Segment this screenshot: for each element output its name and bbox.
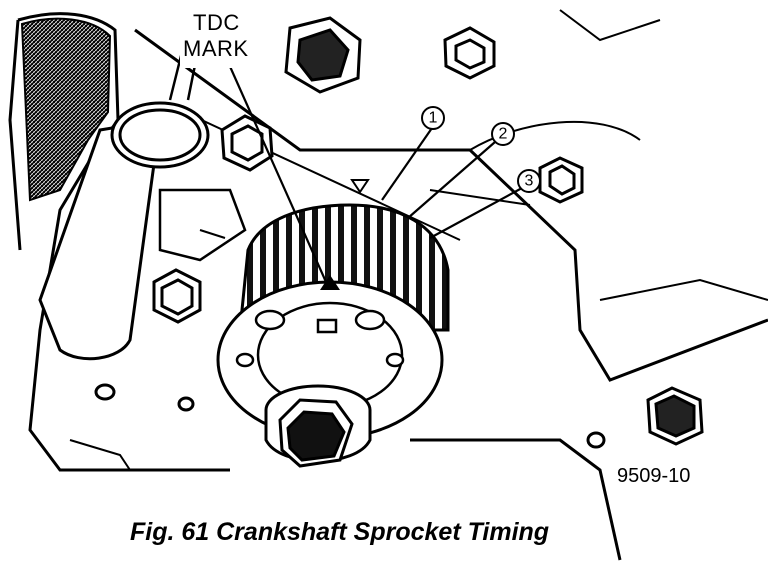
bolt-mid-left [220,114,274,172]
callout-1-label: 1 [429,110,438,127]
callout-1: 1 [421,106,445,130]
block-timing-mark [350,179,370,194]
callout-2: 2 [491,122,515,146]
leader-lines [226,61,523,283]
tdc-label-line1: TDC [193,10,240,35]
tdc-leader-line [226,61,328,283]
tdc-mark-label: TDC MARK [180,8,252,68]
callout-2-leader-line [407,141,496,219]
callout-3-label: 3 [525,173,534,190]
callout-3-leader-line [429,187,523,239]
bolt-top-right [443,26,496,80]
tdc-mark-triangle [320,275,340,290]
bolt-top-center [284,16,362,94]
dipstick-tube [38,38,210,361]
bolt-right [538,156,584,204]
callout-1-circle [421,106,445,130]
callout-2-circle [491,122,515,146]
callout-3-circle [517,169,541,193]
callout-3: 3 [517,169,541,193]
tdc-label-line2: MARK [183,36,249,61]
cast-texture [20,17,112,202]
crankshaft-bolt [264,384,372,468]
figure-number: 9509-10 [617,465,690,487]
bolt-left [152,268,202,324]
callout-2-label: 2 [499,126,508,143]
bolt-lower-right [646,386,704,446]
figure-caption: Fig. 61 Crankshaft Sprocket Timing [130,518,550,546]
callout-1-leader-line [381,127,433,201]
